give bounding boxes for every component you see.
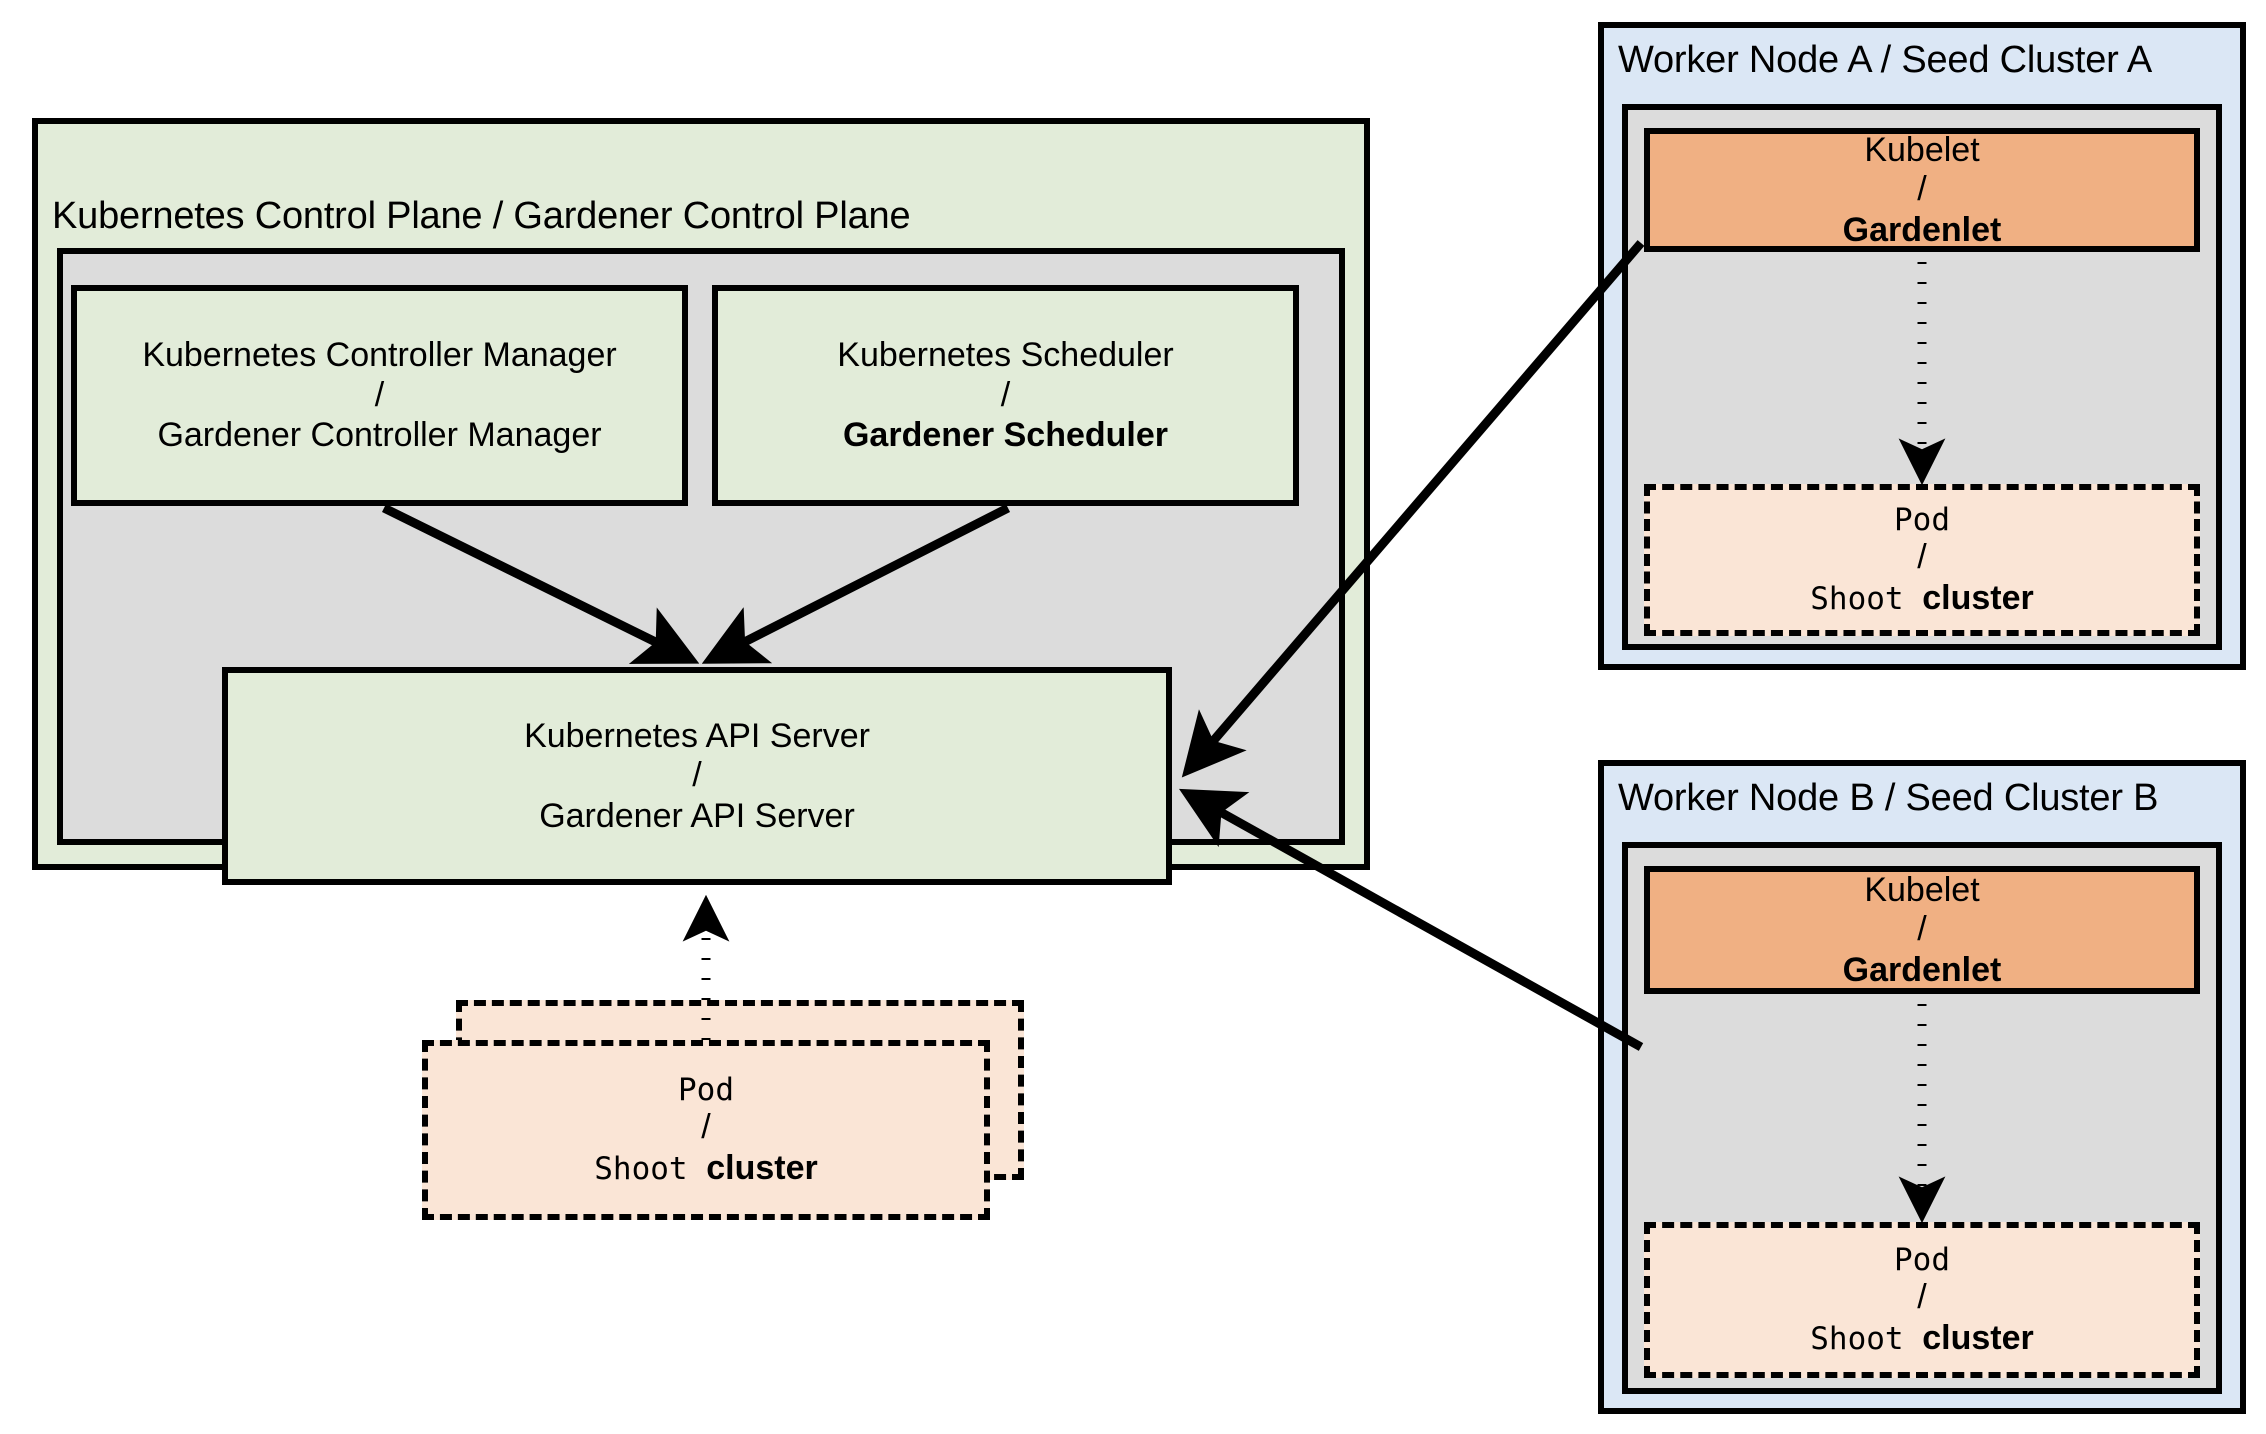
pod-b-cluster-word: cluster [1922,1318,2034,1357]
scheduler-line-2: Gardener Scheduler [842,416,1168,455]
api-server-line-1: Kubernetes API Server [524,716,870,755]
control-plane-pod-shoot-word: Shoot [594,1150,688,1187]
pod-b-line-2: Shoot cluster [1810,1316,2034,1360]
control-plane-pod-cluster-word: cluster [706,1148,818,1187]
kubelet-b-line-1: Kubelet [1864,870,1980,909]
api-server-separator: / [692,756,702,795]
kubelet-b-line-2: Gardenlet [1842,950,2002,989]
worker-node-b-title: Worker Node B / Seed Cluster B [1618,777,2159,819]
pod-a-separator: / [1917,538,1927,577]
control-plane-title: Kubernetes Control Plane / Gardener Cont… [52,195,911,237]
controller-manager-line-1: Kubernetes Controller Manager [142,336,617,375]
pod-b-shoot-word: Shoot [1810,1320,1904,1357]
control-plane-pod-line-1: Pod [678,1071,734,1108]
pod-a-line-2: Shoot cluster [1810,576,2034,620]
pod-a-line-1: Pod [1894,501,1950,538]
pod-b-line-1: Pod [1894,1241,1950,1278]
pod-b-separator: / [1917,1278,1927,1317]
kubernetes-scheduler-box[interactable]: Kubernetes Scheduler / Gardener Schedule… [712,285,1299,506]
controller-manager-separator: / [374,375,385,414]
pod-a-cluster-word: cluster [1922,578,2034,617]
worker-node-a-pod-box[interactable]: Pod / Shoot cluster [1644,484,2200,636]
control-plane-pod-box[interactable]: Pod / Shoot cluster [422,1040,990,1220]
kubelet-gardenlet-a-box[interactable]: Kubelet / Gardenlet [1644,128,2200,252]
api-server-line-2: Gardener API Server [539,796,855,835]
kubernetes-controller-manager-box[interactable]: Kubernetes Controller Manager / Gardener… [71,285,688,506]
pod-a-shoot-word: Shoot [1810,580,1904,617]
kubelet-a-line-1: Kubelet [1864,130,1980,169]
scheduler-line-1: Kubernetes Scheduler [837,336,1174,375]
worker-node-b-pod-box[interactable]: Pod / Shoot cluster [1644,1222,2200,1378]
scheduler-separator: / [1000,375,1011,414]
kubelet-a-separator: / [1917,170,1927,209]
worker-node-a-title: Worker Node A / Seed Cluster A [1618,39,2153,81]
control-plane-pod-line-2: Shoot cluster [594,1146,818,1190]
kubelet-b-separator: / [1917,910,1927,949]
kubernetes-api-server-box[interactable]: Kubernetes API Server / Gardener API Ser… [222,667,1172,885]
control-plane-pod-separator: / [701,1108,711,1147]
kubelet-gardenlet-b-box[interactable]: Kubelet / Gardenlet [1644,866,2200,994]
controller-manager-line-2: Gardener Controller Manager [157,416,602,455]
kubelet-a-line-2: Gardenlet [1842,210,2002,249]
